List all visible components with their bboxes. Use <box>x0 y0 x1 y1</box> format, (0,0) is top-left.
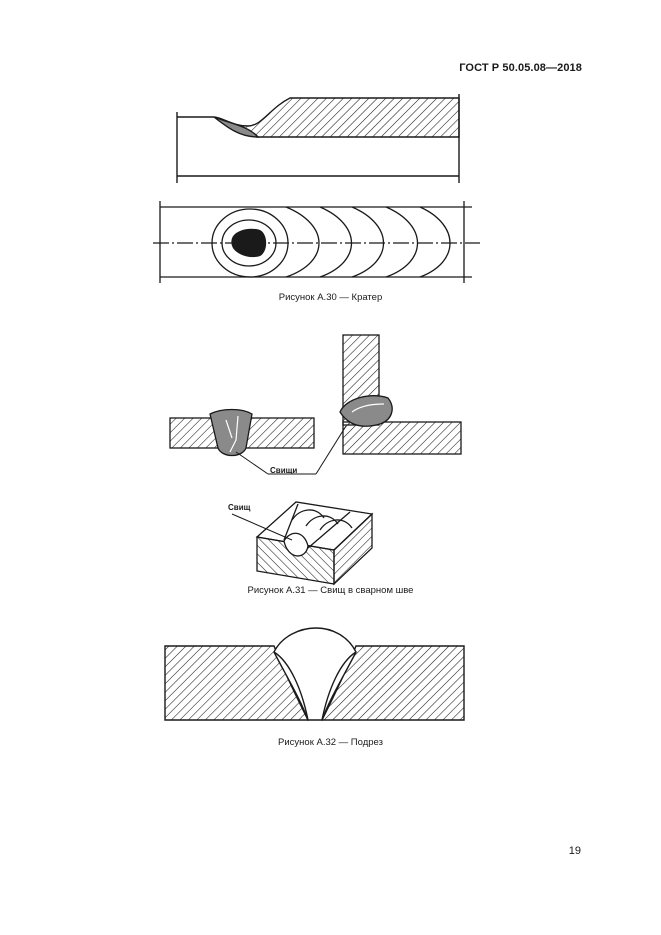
figure-caption-fistula: Рисунок А.31 — Свищ в сварном шве <box>247 585 414 596</box>
figure-caption-crater: Рисунок А.30 — Кратер <box>278 292 383 303</box>
fistula-leader-lines <box>235 425 347 475</box>
fistula-single-leader-line <box>231 513 293 541</box>
page-number: 19 <box>568 845 581 857</box>
crater-section-drawing <box>176 94 460 183</box>
fistula-butt-weld-drawing <box>169 408 315 457</box>
label-fistulas: Свищи <box>270 466 298 475</box>
fistula-isometric-drawing <box>255 501 374 586</box>
undercut-drawing <box>164 627 465 721</box>
fistula-t-joint-drawing <box>339 334 462 455</box>
figure-caption-undercut: Рисунок А.32 — Подрез <box>278 737 383 748</box>
label-fistula: Свищ <box>228 503 251 512</box>
document-id-header: ГОСТ Р 50.05.08—2018 <box>459 62 582 74</box>
crater-plan-drawing <box>153 201 480 283</box>
